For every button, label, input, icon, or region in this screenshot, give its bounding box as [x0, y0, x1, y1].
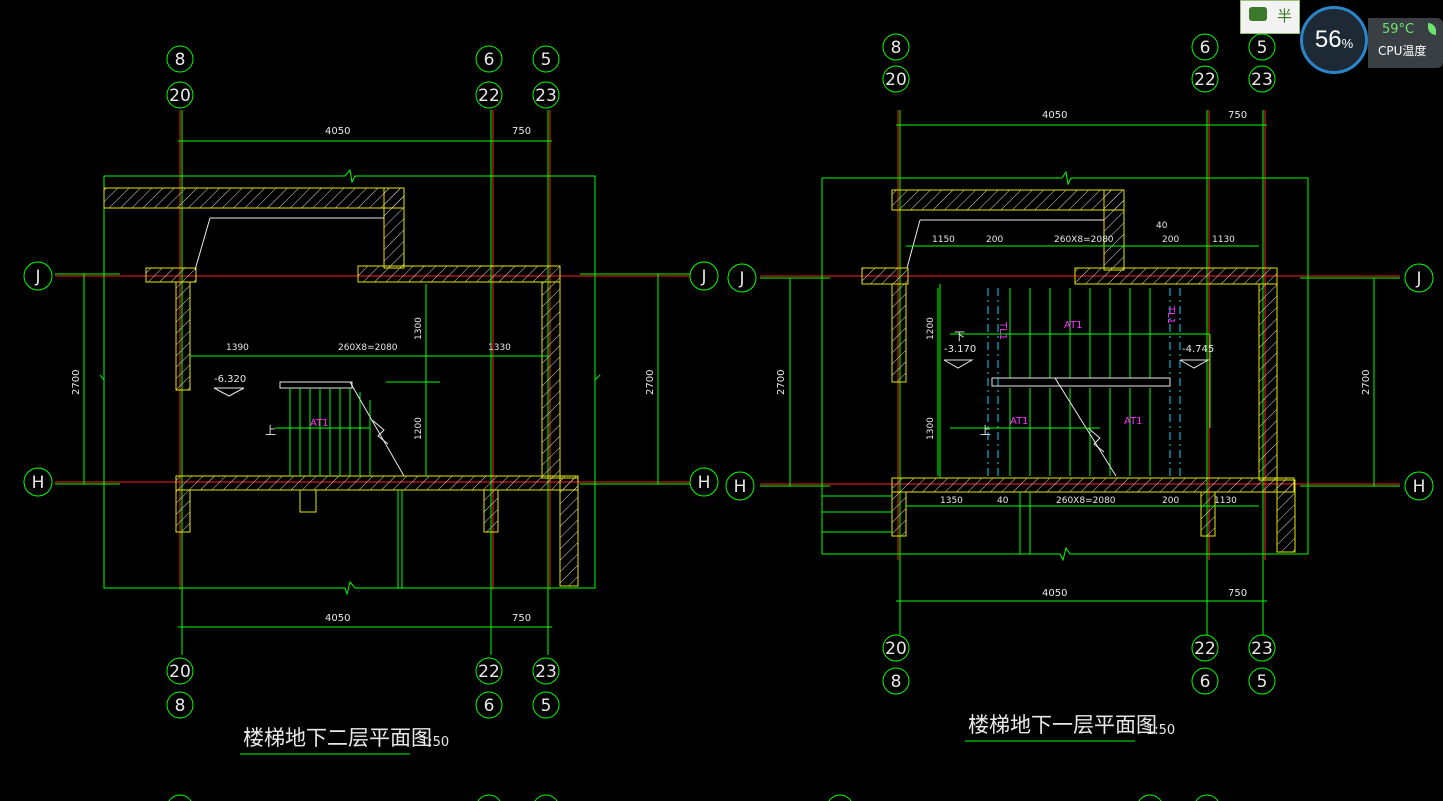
direction-down: 下: [954, 330, 965, 343]
run-top-4: 40: [1156, 221, 1168, 231]
svg-text:8: 8: [175, 696, 186, 716]
svg-text:5: 5: [1257, 672, 1268, 692]
vert-dim-2: 1200: [414, 417, 424, 440]
cpu-monitor-widget[interactable]: 56 % 59°C CPU温度: [1300, 4, 1443, 74]
run-dim-1: 1390: [226, 343, 249, 353]
plan2-scale: 1:50: [1146, 723, 1175, 738]
dim-bottom-side: 750: [512, 613, 531, 624]
cpu-temp-label: CPU温度: [1378, 44, 1427, 58]
svg-text:H: H: [698, 473, 711, 493]
svg-text:6: 6: [484, 50, 495, 70]
svg-text:6: 6: [1200, 672, 1211, 692]
stair-treads-lower: [1009, 388, 1151, 476]
svg-text:23: 23: [535, 662, 557, 682]
svg-text:J: J: [1415, 269, 1421, 289]
dim-left-2: 2700: [776, 370, 787, 395]
level-right: -4.745: [1182, 344, 1214, 355]
svg-text:J: J: [700, 267, 706, 287]
run-bottom-4: 200: [1162, 496, 1179, 506]
run-top-3: 260X8=2080: [1054, 235, 1114, 245]
vert-dim-1: 1300: [414, 317, 424, 340]
svg-text:8: 8: [891, 38, 902, 58]
run-dim-2: 260X8=2080: [338, 343, 398, 353]
cpu-usage-unit: %: [1341, 35, 1354, 51]
beam-label-1: TL1: [997, 321, 1008, 340]
svg-text:22: 22: [1194, 70, 1216, 90]
dim-bottom-main: 4050: [325, 613, 350, 624]
plan-basement-2: 4050 750 4050 750 2700 2700: [23, 45, 719, 755]
next-sheet-bubbles: [168, 794, 1219, 801]
svg-text:22: 22: [478, 86, 500, 106]
stair-label-1: AT1: [1064, 320, 1083, 331]
svg-text:20: 20: [885, 70, 907, 90]
level-mark: -6.320: [214, 374, 246, 385]
app-thumbnail[interactable]: 半: [1240, 0, 1300, 34]
cpu-temperature: 59°C: [1382, 22, 1415, 37]
run-bottom-2: 40: [997, 496, 1009, 506]
svg-text:20: 20: [169, 86, 191, 106]
leaf-icon: [1428, 23, 1436, 35]
stair-label-3: AT1: [1124, 416, 1143, 427]
dim-right: 2700: [645, 370, 656, 395]
dim-top-side: 750: [512, 126, 531, 137]
svg-text:20: 20: [169, 662, 191, 682]
dim-top-main: 4050: [325, 126, 350, 137]
svg-text:8: 8: [891, 672, 902, 692]
dim-right-2: 2700: [1361, 370, 1372, 395]
svg-text:6: 6: [1200, 38, 1211, 58]
svg-text:8: 8: [175, 50, 186, 70]
level-left: -3.170: [944, 344, 976, 355]
stair-treads-upper: [1009, 288, 1151, 378]
run-bottom-5: 1130: [1214, 496, 1237, 506]
svg-text:H: H: [1413, 477, 1426, 497]
shirt-icon: [1249, 7, 1267, 21]
run-bottom-1: 1350: [940, 496, 963, 506]
svg-text:H: H: [32, 473, 45, 493]
plan-basement-1: 4050 750 4050 750 2700 2700 TL1 T: [725, 33, 1434, 742]
vert-dim-2a: 1200: [926, 317, 936, 340]
run-top-1: 1150: [932, 235, 955, 245]
thumbnail-label: 半: [1277, 7, 1293, 25]
dim-left: 2700: [71, 370, 82, 395]
svg-text:22: 22: [478, 662, 500, 682]
svg-text:23: 23: [1251, 70, 1273, 90]
stair-label: AT1: [310, 418, 329, 429]
direction-up: 上: [265, 424, 276, 437]
plan1-scale: 1:50: [420, 735, 449, 750]
axis-bubbles-plan1: 8 20 6 22 5 23 20 8 22 6 23 5 J H J H: [23, 45, 719, 719]
run-dim-3: 1330: [488, 343, 511, 353]
svg-text:20: 20: [885, 639, 907, 659]
svg-text:22: 22: [1194, 639, 1216, 659]
stair-label-2: AT1: [1010, 416, 1029, 427]
plan1-title: 楼梯地下二层平面图: [243, 726, 432, 750]
svg-text:H: H: [734, 477, 747, 497]
run-top-2: 200: [986, 235, 1003, 245]
run-top-6: 1130: [1212, 235, 1235, 245]
dim-bottom-side-2: 750: [1228, 588, 1247, 599]
cpu-usage-value: 56: [1314, 26, 1342, 53]
beam-label-2: TL1: [1165, 305, 1176, 324]
axis-bubbles-plan2: 8 20 6 22 5 23 20 8 22 6 23 5 J H J H: [725, 33, 1434, 695]
run-top-5: 200: [1162, 235, 1179, 245]
dim-bottom-main-2: 4050: [1042, 588, 1067, 599]
cpu-temp-panel: 59°C CPU温度: [1368, 18, 1443, 68]
dim-top-side-2: 750: [1228, 110, 1247, 121]
svg-text:J: J: [34, 267, 40, 287]
cpu-usage-gauge: 56 %: [1300, 6, 1368, 74]
svg-text:23: 23: [1251, 639, 1273, 659]
run-bottom-3: 260X8=2080: [1056, 496, 1116, 506]
plan2-title: 楼梯地下一层平面图: [968, 713, 1157, 737]
svg-text:J: J: [738, 269, 744, 289]
svg-text:6: 6: [484, 696, 495, 716]
direction-up-2: 上: [980, 424, 991, 437]
svg-text:5: 5: [1257, 38, 1268, 58]
dim-top-main-2: 4050: [1042, 110, 1067, 121]
svg-text:5: 5: [541, 50, 552, 70]
svg-text:5: 5: [541, 696, 552, 716]
vert-dim-2b: 1300: [926, 417, 936, 440]
svg-text:23: 23: [535, 86, 557, 106]
